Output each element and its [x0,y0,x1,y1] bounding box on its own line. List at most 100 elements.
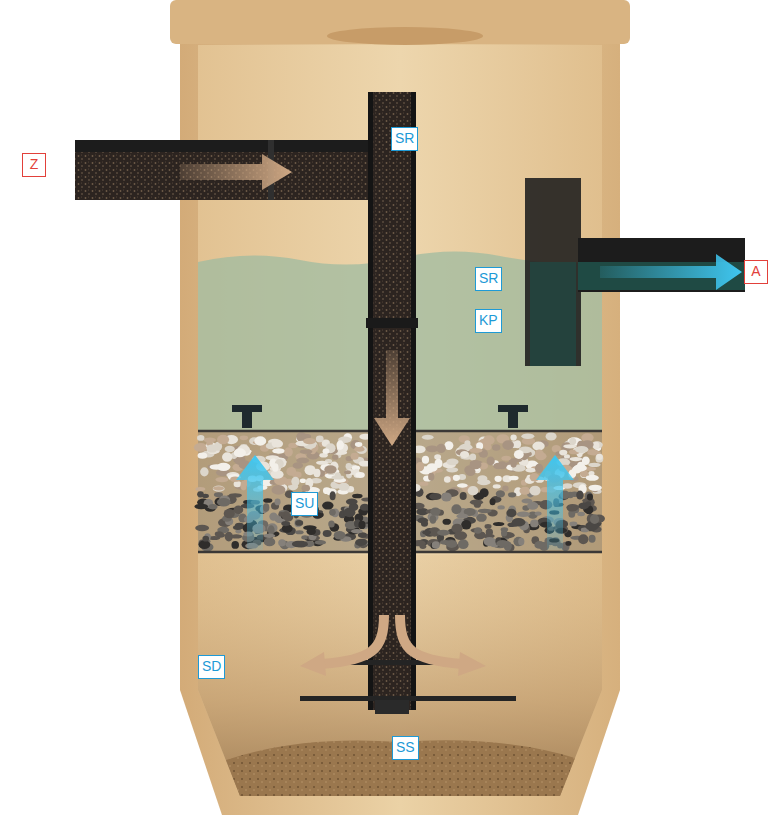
gravel-stone [487,456,495,465]
outlet-water [530,262,576,366]
gravel-stone [422,530,431,534]
gravel-stone [234,448,246,457]
gravel-stone [476,514,487,522]
gravel-stone [464,440,470,447]
gravel-stone [534,541,544,549]
gravel-stone [334,531,346,539]
gravel-stone [322,502,333,510]
gravel-stone [436,444,445,453]
gravel-stone [315,540,326,545]
bracket [232,405,262,428]
gravel-stone [354,447,364,452]
outlet-tee [525,178,581,366]
bracket [498,405,528,428]
gravel-stone [324,465,336,473]
gravel-stone [270,470,283,479]
gravel-stone [485,524,492,529]
gravel-stone [240,481,246,491]
gravel-stone [460,492,467,500]
gravel-stone [490,498,496,505]
gravel-stone [213,486,224,490]
gravel-stone [293,462,303,468]
gravel-stone [199,540,211,549]
gravel-stone [570,457,583,461]
gravel-stone [281,521,290,526]
gravel-stone [563,444,577,448]
outflow-arrow [400,615,462,664]
gravel-stone [454,531,467,540]
gravel-stone [263,498,272,503]
gravel-stone [484,537,496,546]
gravel-stone [546,432,557,440]
gravel-stone [195,525,209,532]
gravel-stone [303,438,316,444]
gravel-stone [562,483,572,488]
callout-code: SD [198,655,225,679]
pipe-end [375,700,409,714]
gravel-stone [458,539,469,549]
gravel-stone [588,485,601,491]
gravel-stone [596,454,603,460]
gravel-stone [213,486,225,492]
gravel-stone [512,518,526,527]
gravel-stone [514,450,524,459]
upflow-arrow [236,455,274,550]
gravel-stone [492,444,500,450]
callout-code: SR [475,267,502,291]
gravel-stone [272,485,286,495]
gravel-stone [525,468,536,473]
gravel-stone [478,509,492,513]
gravel-stone [195,487,205,491]
gravel-stone [331,475,344,479]
gravel-stone [300,449,313,453]
gravel-stone [502,486,508,492]
gravel-stone [470,500,483,506]
inlet-pipe [75,140,405,200]
gravel-stone [225,446,235,452]
gravel-stone [575,446,589,453]
tank-collar [170,0,630,44]
gravel-stone [351,529,363,534]
upflow-arrow [536,455,574,550]
gravel-stone [530,473,540,481]
gravel-stone [429,493,442,500]
gravel-stone [442,519,451,525]
gravel-stone [416,462,424,471]
callout-code: Z [22,153,46,177]
gravel-stone [208,504,217,510]
gravel-stone [514,440,521,448]
gravel-stone [582,457,590,466]
gravel-stone [510,434,516,440]
gravel-stone [264,538,276,547]
gravel-stone [483,435,495,445]
gravel-stone [496,540,509,547]
gravel-stone [272,463,278,472]
gravel-stone [295,541,308,548]
gravel-stone [217,435,229,445]
gravel-stone [197,491,204,497]
gravel-stone [595,454,603,462]
gravel-stone [216,477,229,482]
gravel-stone [593,442,600,450]
gravel-stone [272,440,283,448]
gravel-stone [506,509,516,518]
gravel-stone [519,487,530,495]
gravel-stone [521,499,532,504]
gravel-stone [234,481,242,487]
gravel-stone [511,461,517,468]
gravel-stone [535,464,543,473]
downflow-arrow [374,350,410,446]
gravel-stone [328,521,334,528]
gravel-stone [521,434,534,440]
gravel-stone [441,492,452,501]
gravel-stone [336,440,344,450]
gravel-stone [313,469,320,477]
gravel-stone [493,484,501,488]
gravel-stone [229,493,242,497]
gravel-stone [316,435,324,442]
gravel-stone [437,530,450,536]
gravel-stone [286,467,296,476]
gravel-stone [577,512,585,516]
